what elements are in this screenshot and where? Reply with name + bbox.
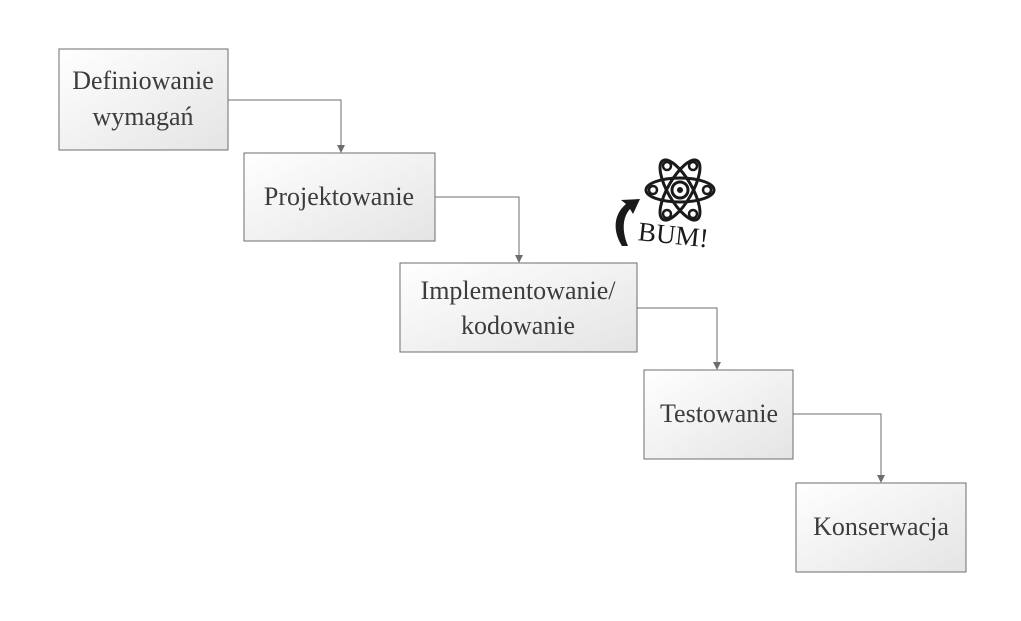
step-box-maintenance: Konserwacja <box>795 482 967 573</box>
connector-design-implementation <box>435 196 523 263</box>
step-box-testing: Testowanie <box>643 369 794 460</box>
arrowhead-icon <box>515 255 523 263</box>
step-label-design: Projektowanie <box>264 182 414 211</box>
connector-requirements-design <box>228 99 345 153</box>
step-label-testing: Testowanie <box>660 399 778 428</box>
atom-icon <box>644 158 716 222</box>
bum-annotation: BUM! <box>615 158 716 253</box>
step-label-maintenance: Konserwacja <box>813 512 949 541</box>
arrowhead-icon <box>337 145 345 153</box>
step-box-implementation: Implementowanie/ kodowanie <box>399 262 638 353</box>
step-label-requirements-line1: Definiowanie <box>72 66 214 95</box>
arrowhead-icon <box>877 475 885 483</box>
step-box-design: Projektowanie <box>243 152 436 242</box>
connector-testing-maintenance <box>793 413 885 483</box>
step-label-implementation-line2: kodowanie <box>461 311 575 340</box>
arrowhead-icon <box>713 362 721 370</box>
step-box-requirements: Definiowanie wymagań <box>58 48 229 151</box>
connector-implementation-testing <box>637 307 721 370</box>
bum-label: BUM! <box>637 216 710 253</box>
step-label-implementation-line1: Implementowanie/ <box>421 276 617 305</box>
curved-arrow-icon <box>615 199 640 246</box>
step-label-requirements-line2: wymagań <box>92 102 193 131</box>
